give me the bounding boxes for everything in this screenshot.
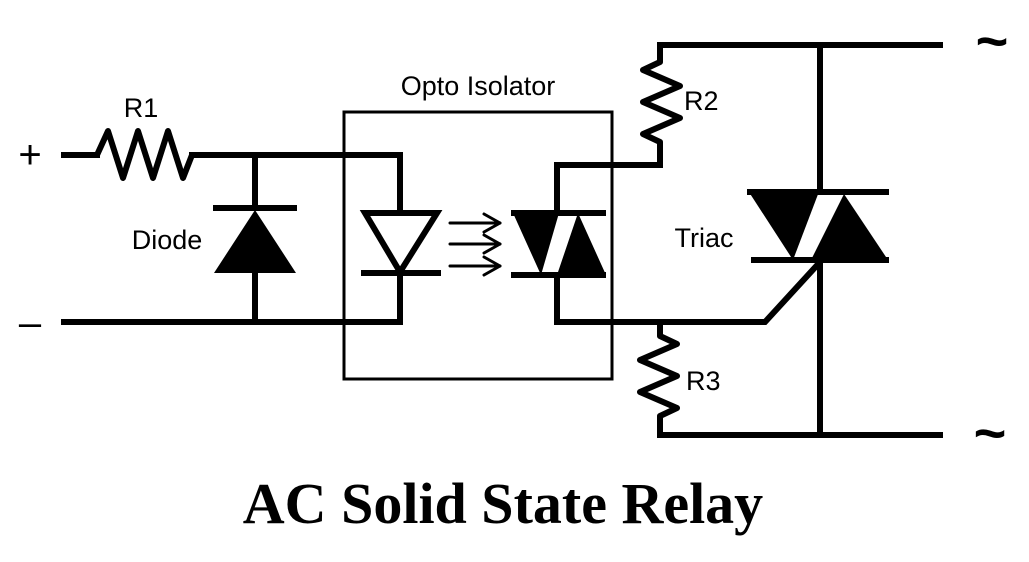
r3-label: R3 [686,366,721,396]
led-icon [359,152,443,325]
r2-label: R2 [684,86,719,116]
dc-negative-terminal-label: – [19,301,42,345]
ac-top-terminal-label: ~ [976,9,1009,72]
opto-isolator-label: Opto Isolator [401,71,556,101]
resistor-r3-icon [637,319,680,438]
opto-isolator-box [342,110,614,381]
opto-triac-icon [511,210,606,278]
resistor-r1-icon [94,128,195,181]
ac-bottom-terminal-label: ~ [974,401,1007,464]
diagram-title: AC Solid State Relay [243,471,763,536]
r1-label: R1 [124,93,159,123]
opto-output-top-wire [554,147,663,216]
diode-icon [213,152,297,325]
dc-positive-terminal-label: + [18,133,41,177]
diode-label: Diode [132,225,203,255]
triac-label: Triac [675,223,734,253]
resistor-r2-icon [640,42,683,153]
triac-icon [747,42,889,438]
light-emission-arrows-icon [448,212,502,277]
